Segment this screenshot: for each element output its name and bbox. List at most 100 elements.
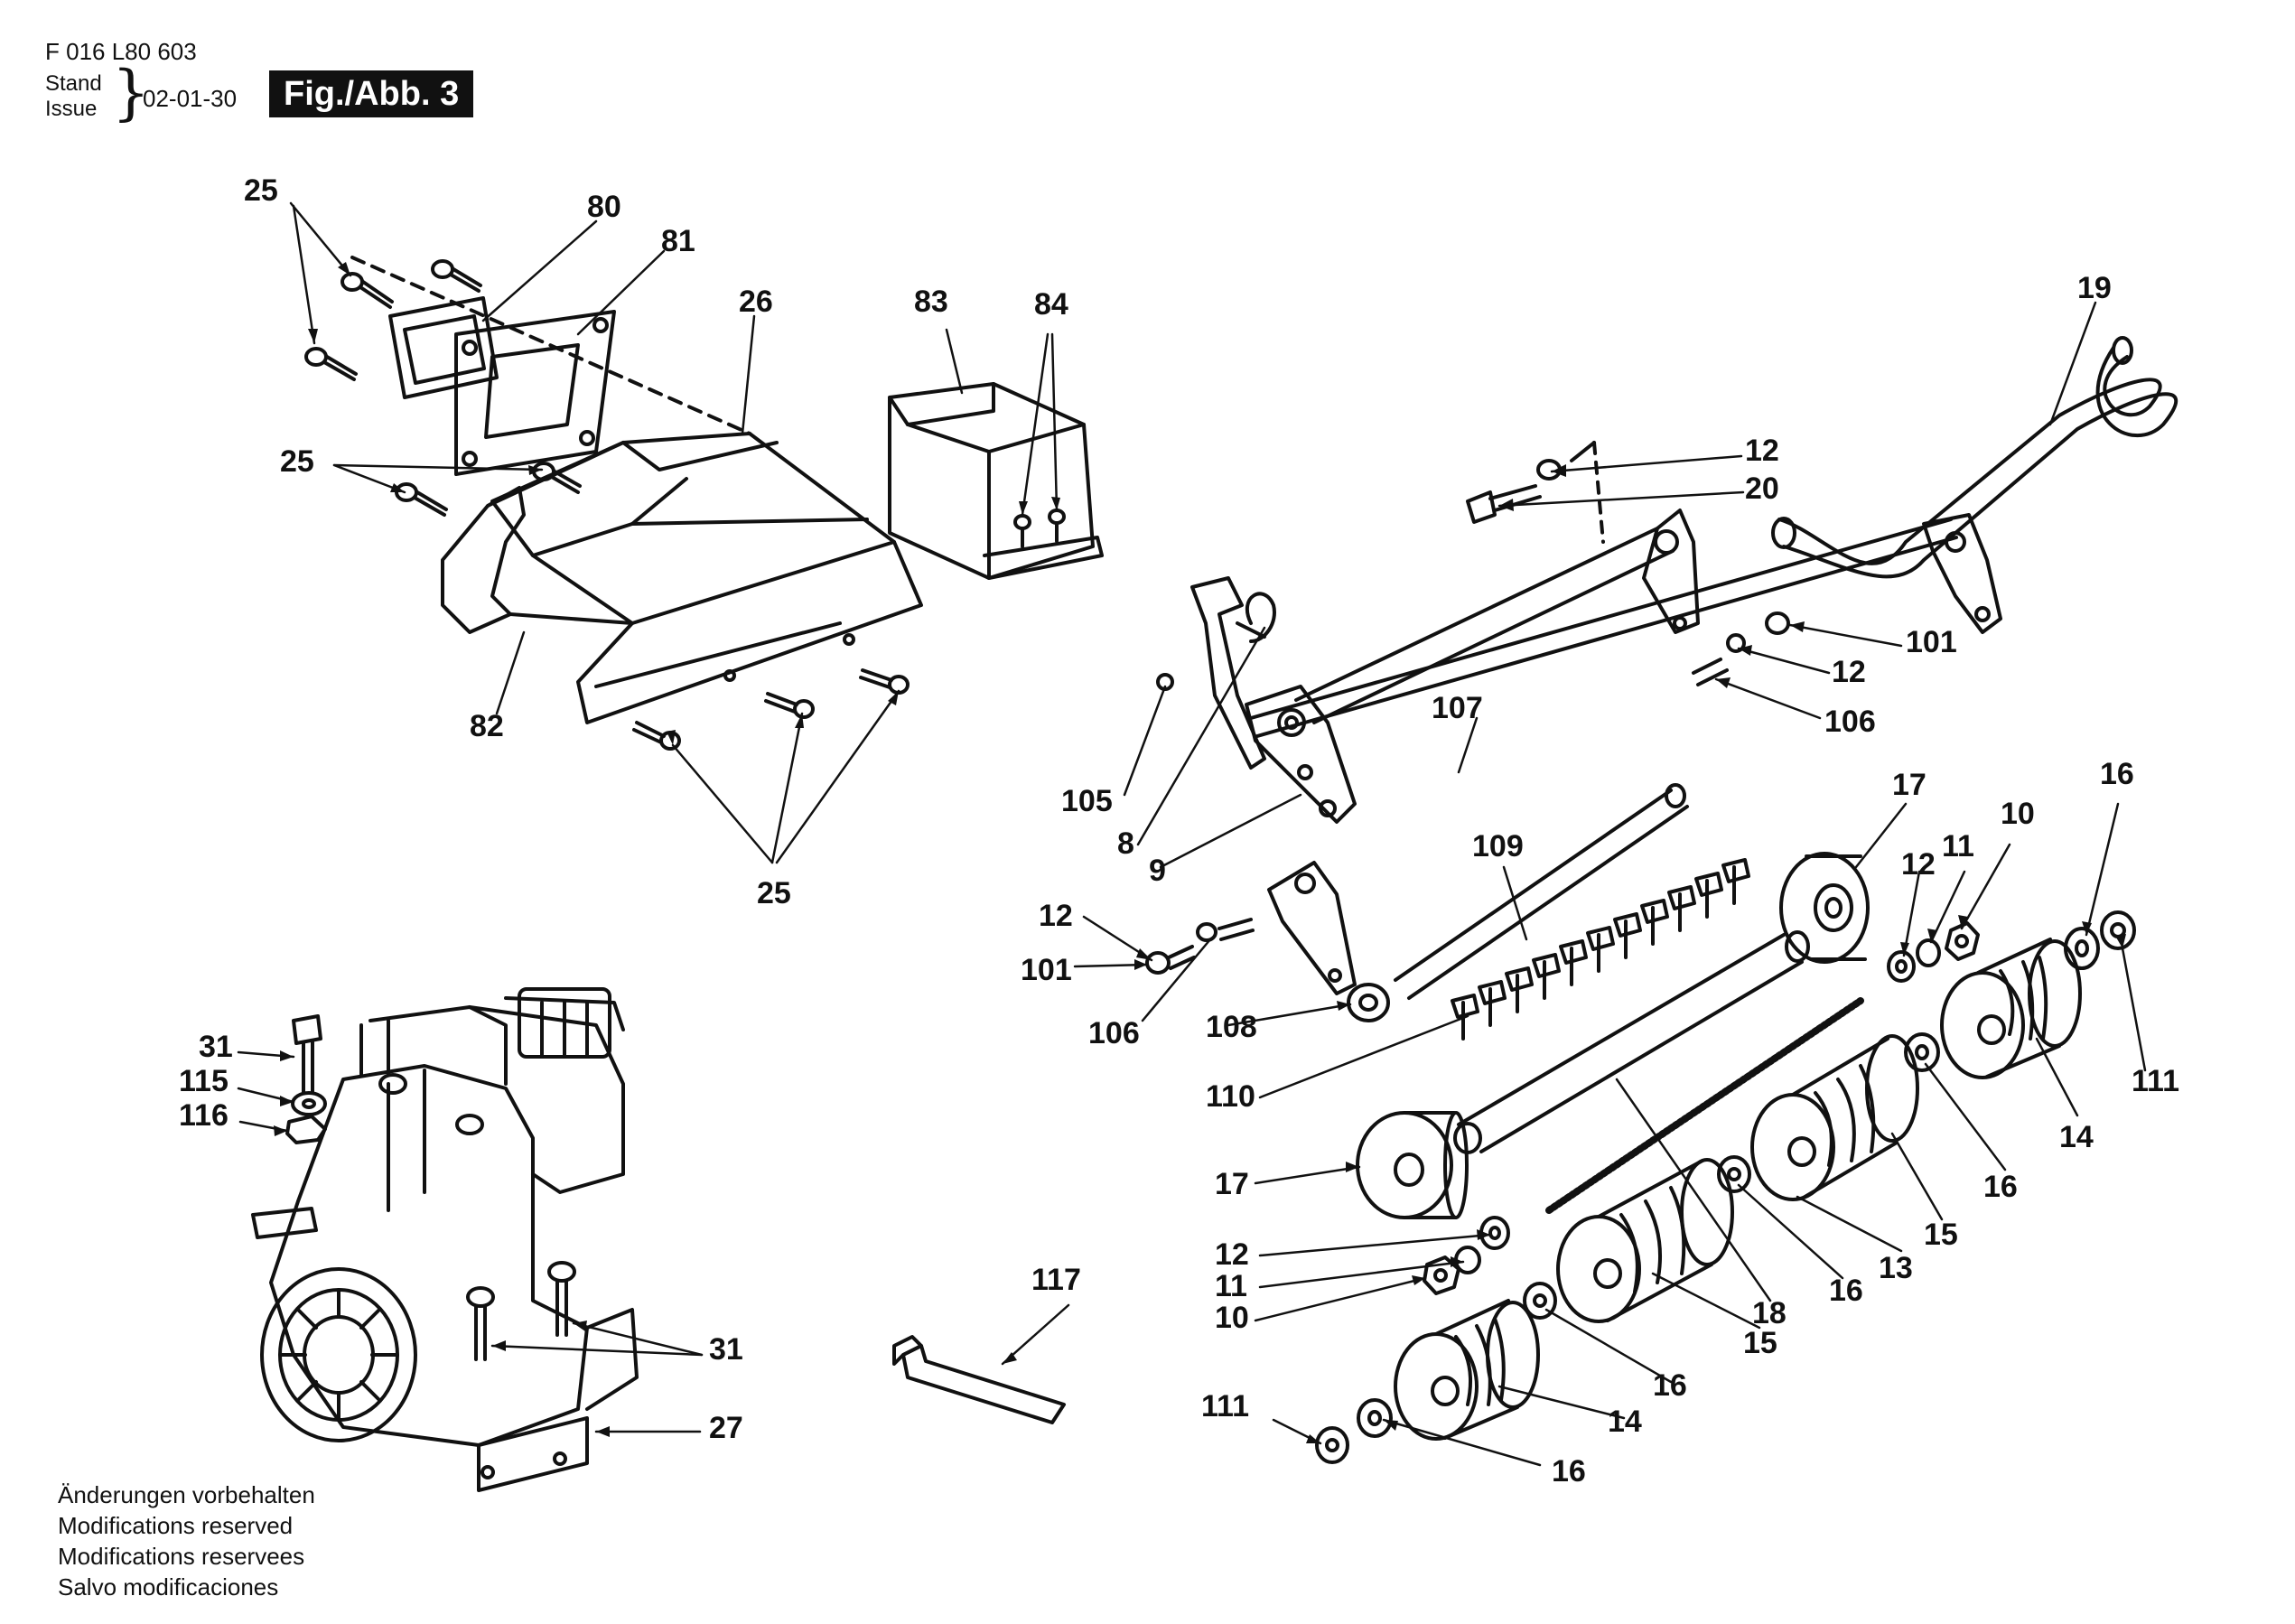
callout-17-b: 17 [1215,1167,1249,1201]
callout-13: 13 [1879,1251,1913,1285]
document-number: F 016 L80 603 [45,38,197,65]
washer-16-a [2064,927,2100,970]
callout-17-a: 17 [1892,768,1926,802]
bolt-31-mid-1 [466,1286,495,1361]
allen-key-117 [892,1335,1066,1424]
callout-12-b: 12 [1832,655,1866,689]
note-french: Modifications reservees [58,1543,305,1570]
washer-11-a [1916,938,1941,967]
callout-26: 26 [739,285,773,319]
washer-111-b [1315,1426,1349,1464]
modification-notes: Änderungen vorbehalten Modifications res… [58,1479,315,1602]
washer-16-e [1357,1398,1393,1438]
callout-111-b: 111 [1201,1389,1249,1423]
spiker-roller-14-right [1940,938,2082,1079]
nut-10-b [1423,1255,1460,1295]
callout-16-e: 16 [1552,1454,1586,1489]
callout-31-top: 31 [199,1030,233,1064]
issue-label: Issue [45,97,98,121]
screw-25-top-1 [341,272,394,309]
callout-108: 108 [1206,1010,1257,1044]
note-spanish: Salvo modificaciones [58,1573,279,1601]
callout-116: 116 [179,1098,229,1133]
callout-82: 82 [470,709,504,743]
callout-12-a: 12 [1745,434,1779,468]
screw-84-2 [1048,509,1066,543]
washer-111-a [2100,910,2136,950]
callout-84: 84 [1034,287,1068,322]
stand-label: Stand [45,71,102,96]
callout-109: 109 [1472,829,1524,863]
callout-106-b: 106 [1088,1016,1140,1050]
bushing-108 [1347,983,1390,1022]
callout-117: 117 [1031,1263,1081,1297]
callout-25-top: 25 [244,173,278,208]
bolt-20 [1466,459,1562,524]
engine-cooling-fins [359,999,589,1077]
clip-hook [1245,592,1276,643]
callout-16-a: 16 [2100,757,2134,791]
engine-hood [490,432,923,724]
callout-110: 110 [1206,1079,1255,1114]
bolt-31-top [292,1014,322,1095]
figure-label: Fig./Abb. 3 [269,70,474,117]
callout-10-a: 10 [2001,797,2035,831]
callout-11-b: 11 [1215,1269,1247,1303]
mounting-gasket [388,296,499,399]
callout-15-b: 15 [1743,1326,1777,1360]
guard-box-83 [888,382,1104,580]
screw-25-bottom-3 [859,668,910,695]
screw-25-top-2 [431,259,482,293]
callout-9: 9 [1149,854,1166,888]
engine-27 [251,987,639,1492]
callout-83: 83 [914,285,948,319]
callout-81: 81 [661,224,695,258]
wheel-17-left [1356,1111,1469,1219]
note-english: Modifications reserved [58,1512,294,1539]
screw-25-mid-1 [395,482,448,517]
callout-19: 19 [2077,271,2112,305]
callout-101-a: 101 [1906,625,1957,659]
callout-11-a: 11 [1942,829,1974,863]
spiker-roller-14-left [1394,1299,1540,1441]
note-german: Änderungen vorbehalten [58,1481,315,1508]
brace-symbol: } [112,58,150,127]
washer-16-d [1523,1282,1557,1320]
screw-25-top-3 [304,347,358,381]
callout-labels: 25 80 81 26 83 84 25 82 25 19 12 20 101 … [179,173,2179,1489]
hood-bracket-82 [441,441,634,634]
frame-plate-right [1922,513,2002,634]
bolt-31-mid-2 [547,1261,576,1337]
screw-101-right [1692,611,1790,686]
callout-18: 18 [1752,1296,1787,1330]
frame-bracket-lower [1267,861,1357,995]
washer-16-c [1717,1155,1751,1193]
callout-8: 8 [1117,826,1134,861]
callout-111-a: 111 [2132,1064,2179,1098]
spiker-roller-15-left [1556,1158,1734,1323]
leader-arrowheads [274,262,2126,1443]
callout-80: 80 [587,190,621,224]
washer-115 [291,1091,327,1116]
callout-101-b: 101 [1021,953,1072,987]
screw-101-left [1145,918,1255,975]
push-handle-19 [1771,336,2178,579]
frame-dashed-line [1592,441,1605,544]
issue-date: 02-01-30 [143,85,238,112]
callout-115: 115 [179,1064,229,1098]
frame-shaft-107 [1249,518,1958,738]
axle-18 [1453,930,1810,1154]
callout-16-b: 16 [1983,1170,2018,1204]
callout-25-mid: 25 [280,444,314,479]
callout-12-e: 12 [1215,1237,1249,1272]
callout-14-b: 14 [1608,1405,1642,1439]
frame-plate-left-9 [1245,685,1357,824]
nut-116 [285,1115,327,1144]
callout-15-a: 15 [1924,1218,1958,1252]
washer-12-a [1887,950,1916,983]
callout-12-c: 12 [1901,847,1936,882]
callout-16-d: 16 [1653,1368,1687,1403]
shaft-109 [1394,783,1689,1000]
threaded-rod-13 [1545,997,1864,1214]
callout-107: 107 [1432,691,1483,725]
